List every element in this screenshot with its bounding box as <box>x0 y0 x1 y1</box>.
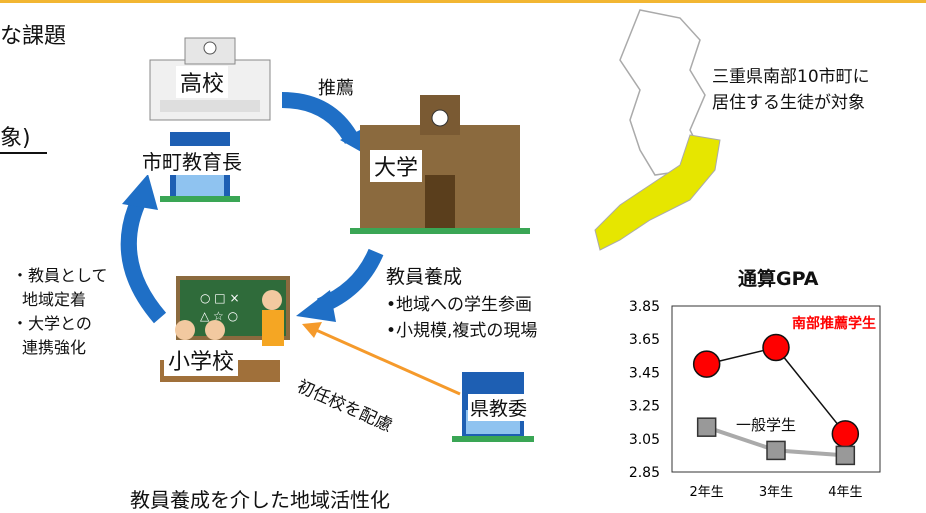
arrow-elementary-to-board <box>120 194 167 324</box>
top-accent-line <box>0 0 926 3</box>
svg-text:○ □ ×: ○ □ × <box>200 291 240 305</box>
training-bullet-1: •地域への学生参画 <box>386 295 533 315</box>
data-point <box>762 333 790 362</box>
mie-map <box>594 9 721 251</box>
label-elementary: 小学校 <box>164 344 239 376</box>
partial-title: な課題 <box>0 24 67 49</box>
gpa-chart: 3.85 3.65 3.45 3.25 3.05 2.85 2年生 3年生 4年生 南部推薦学生一… <box>629 299 876 500</box>
training-bullet-2: •小規模,複式の現場 <box>386 321 538 341</box>
data-point <box>692 350 721 378</box>
series-label-general: 一般学生 <box>736 416 796 434</box>
data-point <box>831 420 860 448</box>
x-tick-label: 4年生 <box>828 485 862 500</box>
y-tick-label: 3.85 <box>629 299 660 315</box>
map-caption-1: 三重県南部10市町に <box>712 67 870 87</box>
y-tick-label: 2.85 <box>629 465 660 481</box>
label-prefecture-board: 県教委 <box>468 394 530 421</box>
partial-subtitle: 象) <box>0 120 47 154</box>
x-tick-label: 3年生 <box>759 485 793 500</box>
series-label-south: 南部推薦学生 <box>792 315 876 332</box>
data-point <box>835 445 856 466</box>
left-note-1: ・教員として <box>12 266 108 285</box>
y-tick-label: 3.65 <box>629 332 660 348</box>
y-tick-label: 3.05 <box>629 432 660 448</box>
label-university: 大学 <box>370 150 423 182</box>
x-tick-label: 2年生 <box>690 485 724 500</box>
left-note-2: 地域定着 <box>22 290 87 309</box>
map-caption-2: 居住する生徒が対象 <box>712 93 865 113</box>
label-high-school: 高校 <box>176 66 229 98</box>
label-recommend: 推薦 <box>318 78 354 99</box>
arrow-highschool-to-university <box>281 92 360 145</box>
label-board-head: 市町教育長 <box>140 146 244 175</box>
arrow-assign <box>315 328 461 396</box>
svg-text:△ ☆ ○: △ ☆ ○ <box>200 309 238 323</box>
y-tick-label: 3.25 <box>629 399 660 415</box>
left-note-3: ・大学との <box>12 314 92 333</box>
chart-title: 通算GPA <box>738 268 819 290</box>
diagram-caption: 教員養成を介した地域活性化 <box>130 488 390 512</box>
training-title: 教員養成 <box>386 266 463 288</box>
data-point <box>766 440 786 461</box>
university-building <box>350 95 530 234</box>
y-tick-label: 3.45 <box>629 365 660 381</box>
data-point <box>696 417 717 437</box>
left-note-4: 連携強化 <box>22 338 87 357</box>
